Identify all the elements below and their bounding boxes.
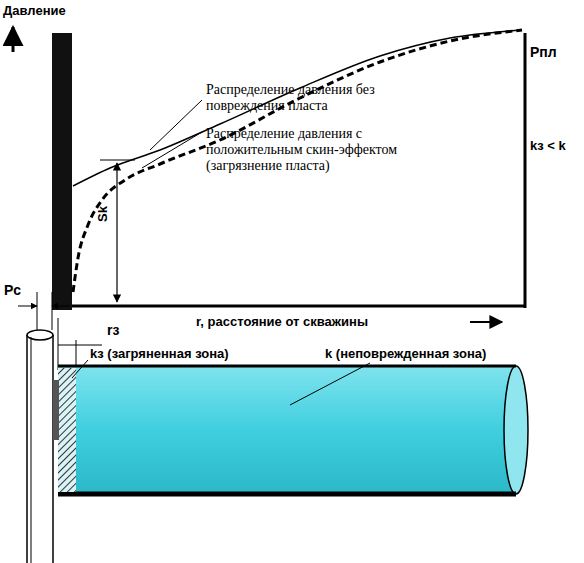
- cylinder-end: [504, 366, 528, 494]
- leader-line: [150, 100, 202, 150]
- cylinder-top: [58, 365, 516, 368]
- pressure-curve: [73, 30, 522, 186]
- dimension-line: [52, 306, 70, 307]
- leader-line: [72, 360, 88, 378]
- perforation: [53, 380, 59, 440]
- reservoir-zone: [58, 366, 516, 494]
- curve-label: Распределение давления с положительным с…: [206, 126, 436, 174]
- well-pipe: [31, 337, 32, 563]
- pressure-label: Pпл: [530, 44, 557, 60]
- axis-label: r, расстояние от скважины: [196, 314, 368, 330]
- sk-arrow: [116, 163, 117, 302]
- skin-label: Sk: [95, 206, 111, 222]
- axis-label: Давление: [3, 3, 66, 19]
- well-pipe: [26, 335, 28, 563]
- zone-label: k (неповрежденная зона): [325, 346, 486, 362]
- dimension-line: [18, 306, 37, 307]
- dimension-line: [37, 292, 38, 330]
- zone-label: kз (загряненная зона): [90, 346, 229, 362]
- pressure-curve-skin: [73, 30, 522, 292]
- leader-line: [290, 363, 370, 405]
- reservoir-pressure-line: [524, 33, 527, 308]
- dimension-line: [58, 318, 59, 370]
- well-pressure-label: Pс: [4, 282, 21, 298]
- cylinder-bottom: [58, 492, 516, 497]
- radius-label: rз: [107, 322, 119, 338]
- axis-arrow: [470, 321, 502, 323]
- dimension-line: [58, 345, 102, 346]
- well-pipe: [52, 335, 54, 563]
- well-wall: [52, 33, 72, 310]
- curve-label: Распределение давления без повреждения п…: [206, 82, 441, 114]
- dimension-line: [52, 292, 53, 330]
- damaged-zone: [58, 368, 76, 492]
- baseline: [72, 305, 526, 308]
- permeability-label: kз < k: [530, 138, 566, 154]
- axis-arrow: [12, 27, 15, 52]
